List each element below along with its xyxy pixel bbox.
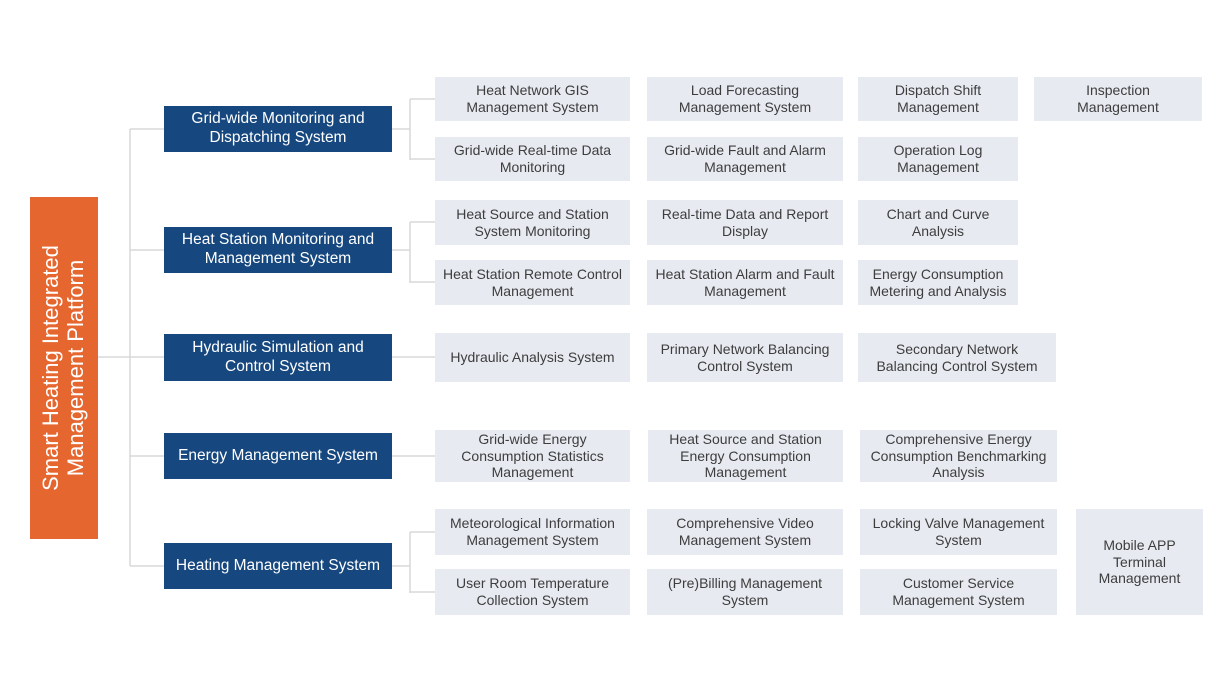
leaf-node: User Room Temperature Collection System — [435, 569, 630, 615]
leaf-node: Heat Station Remote Control Management — [435, 260, 630, 305]
branch-node-grid-monitoring: Grid-wide Monitoring and Dispatching Sys… — [164, 106, 392, 152]
leaf-node: Customer Service Management System — [860, 569, 1057, 615]
leaf-node: Dispatch Shift Management — [858, 77, 1018, 121]
leaf-node: Hydraulic Analysis System — [435, 333, 630, 382]
branch-node-hydraulic: Hydraulic Simulation and Control System — [164, 334, 392, 381]
leaf-node: Heat Source and Station System Monitorin… — [435, 200, 630, 245]
leaf-node: Heat Network GIS Management System — [435, 77, 630, 121]
leaf-node: Grid-wide Fault and Alarm Management — [647, 137, 843, 181]
leaf-node: Grid-wide Real-time Data Monitoring — [435, 137, 630, 181]
leaf-node: Inspection Management — [1034, 77, 1202, 121]
root-node-platform: Smart Heating Integrated Management Plat… — [30, 197, 98, 539]
leaf-node: Grid-wide Energy Consumption Statistics … — [435, 430, 630, 482]
leaf-node: Comprehensive Energy Consumption Benchma… — [860, 430, 1057, 482]
leaf-node: Chart and Curve Analysis — [858, 200, 1018, 245]
branch-node-energy: Energy Management System — [164, 433, 392, 479]
leaf-node: Load Forecasting Management System — [647, 77, 843, 121]
root-node-label: Smart Heating Integrated Management Plat… — [38, 245, 88, 491]
leaf-node: Meteorological Information Management Sy… — [435, 509, 630, 555]
leaf-node-mobile-app: Mobile APP Terminal Management — [1076, 509, 1203, 615]
leaf-node: Heat Source and Station Energy Consumpti… — [648, 430, 843, 482]
leaf-node: (Pre)Billing Management System — [647, 569, 843, 615]
leaf-node: Locking Valve Management System — [860, 509, 1057, 555]
branch-node-heat-station: Heat Station Monitoring and Management S… — [164, 227, 392, 273]
leaf-node: Operation Log Management — [858, 137, 1018, 181]
leaf-node: Primary Network Balancing Control System — [647, 333, 843, 382]
branch-node-heating: Heating Management System — [164, 543, 392, 589]
leaf-node: Heat Station Alarm and Fault Management — [647, 260, 843, 305]
leaf-node: Secondary Network Balancing Control Syst… — [858, 333, 1056, 382]
leaf-node: Comprehensive Video Management System — [647, 509, 843, 555]
leaf-node: Energy Consumption Metering and Analysis — [858, 260, 1018, 305]
leaf-node: Real-time Data and Report Display — [647, 200, 843, 245]
